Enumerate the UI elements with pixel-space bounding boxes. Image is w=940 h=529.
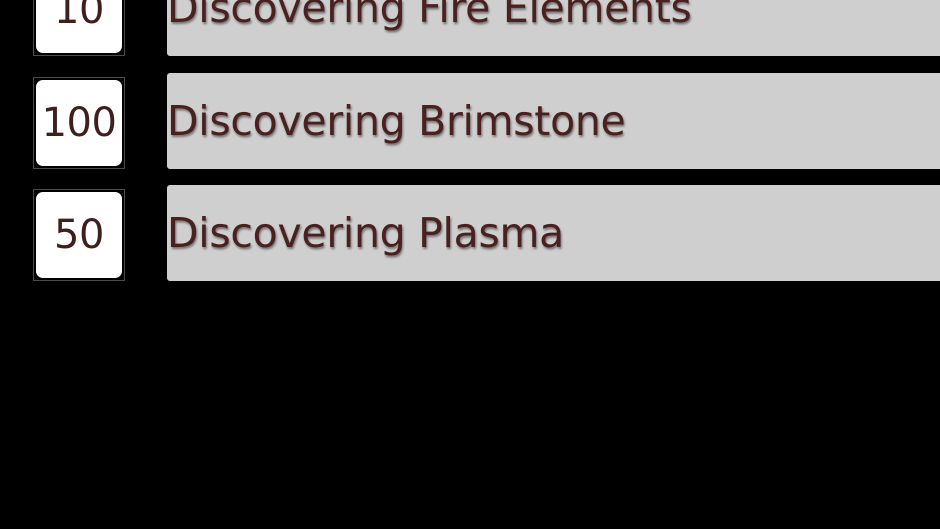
task-bar[interactable]: Discovering Plasma xyxy=(167,185,940,281)
points-badge-frame: 10 xyxy=(33,0,125,56)
task-bar[interactable]: Discovering Brimstone xyxy=(167,73,940,169)
task-label: Discovering Plasma xyxy=(167,209,564,257)
points-badge-frame: 100 xyxy=(33,77,125,169)
points-badge: 100 xyxy=(36,80,122,166)
task-row[interactable]: 50 Discovering Plasma xyxy=(0,185,940,281)
points-badge-frame: 50 xyxy=(33,189,125,281)
task-row[interactable]: 10 Discovering Fire Elements xyxy=(0,0,940,56)
task-label: Discovering Brimstone xyxy=(167,97,626,145)
task-row[interactable]: 100 Discovering Brimstone xyxy=(0,73,940,169)
task-label: Discovering Fire Elements xyxy=(167,0,692,32)
points-badge: 10 xyxy=(36,0,122,53)
points-badge: 50 xyxy=(36,192,122,278)
task-bar[interactable]: Discovering Fire Elements xyxy=(167,0,940,56)
